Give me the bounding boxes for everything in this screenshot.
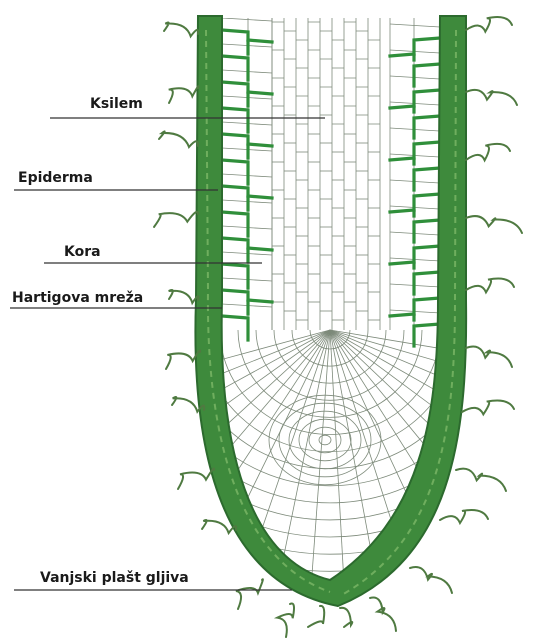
label-xylem: Ksilem — [90, 96, 143, 112]
label-fungal-mantle: Vanjski plašt gljiva — [40, 570, 189, 586]
label-cortex: Kora — [64, 244, 101, 260]
label-epidermis: Epiderma — [18, 170, 93, 186]
label-hartig-net: Hartigova mreža — [12, 290, 143, 306]
